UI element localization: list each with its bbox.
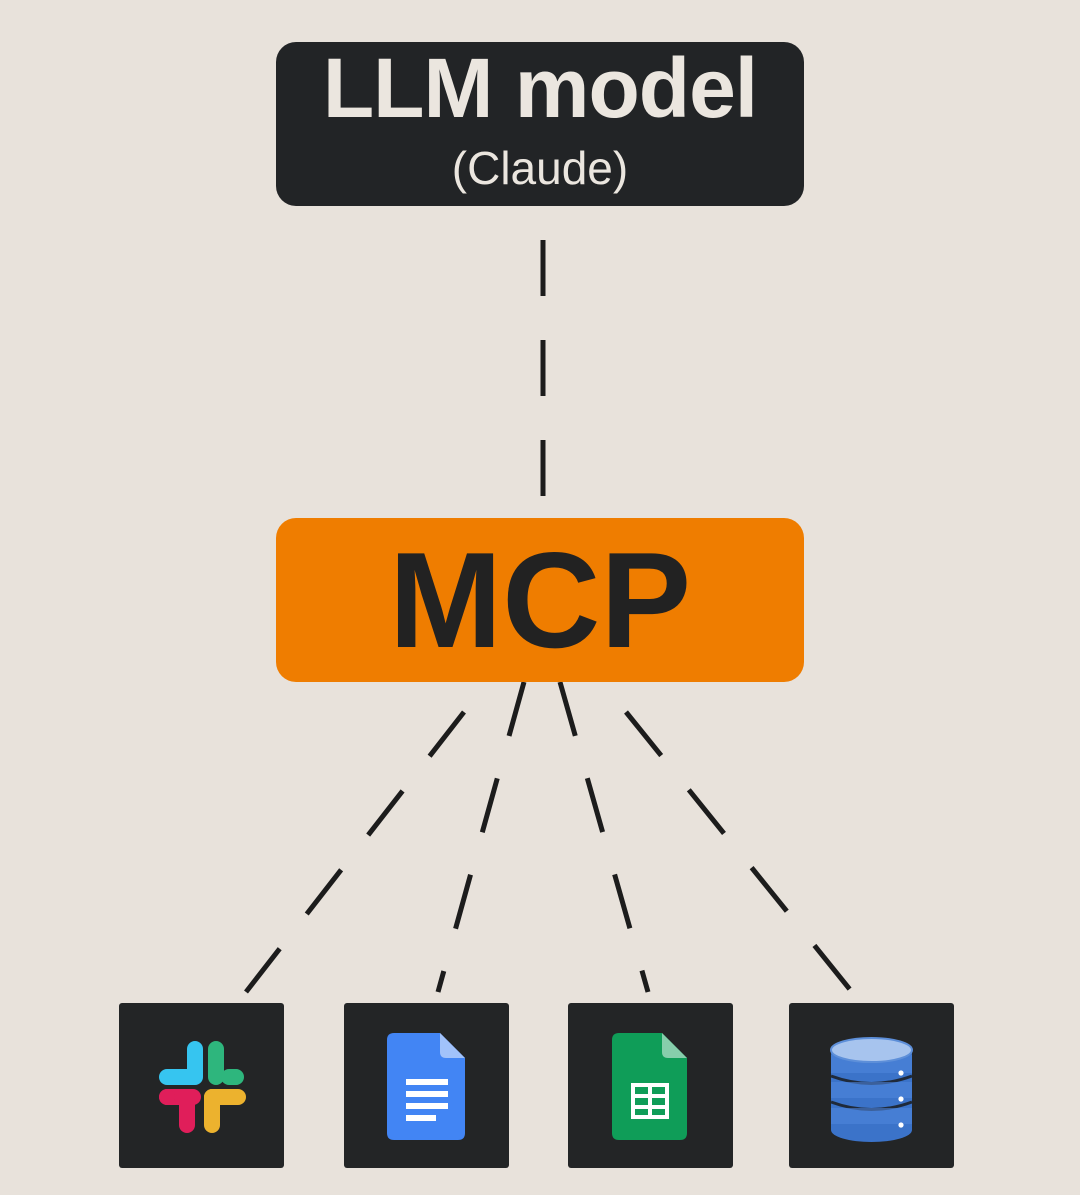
slack-icon [159,1041,246,1133]
google-sheets-icon [612,1033,687,1140]
google-docs-tile [344,1003,509,1168]
google-docs-icon [387,1033,465,1140]
connector-mcp-to-database [624,710,854,994]
slack-tile [119,1003,284,1168]
connector-mcp-to-docs [435,681,527,993]
llm-model-title: LLM model [322,41,758,135]
connector-mcp-to-slack [244,710,466,994]
llm-model-subtitle: (Claude) [451,142,629,194]
google-sheets-tile [568,1003,733,1168]
connector-mcp-to-sheets [557,681,651,993]
database-icon [830,1037,913,1142]
mcp-box: MCP [276,518,804,682]
mcp-label: MCP [388,524,692,676]
llm-model-box: LLM model (Claude) [276,42,804,206]
database-tile [789,1003,954,1168]
